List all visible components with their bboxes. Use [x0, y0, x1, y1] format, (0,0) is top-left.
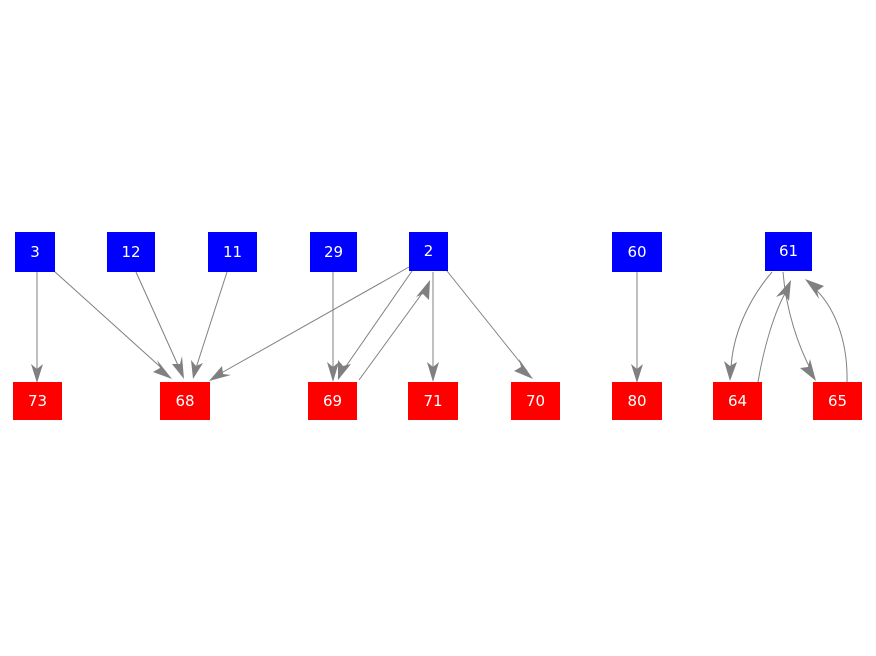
graph-node-label: 29: [323, 242, 344, 261]
edge-65-to-61: [805, 279, 848, 383]
edge-2-to-69: [338, 270, 413, 380]
edge-2-to-68: [209, 266, 410, 381]
graph-node-label: 61: [778, 242, 799, 260]
edge-3-to-68: [53, 270, 172, 379]
graph-node-label: 60: [627, 242, 647, 261]
graph-node-label: 68: [175, 391, 195, 410]
graph-node-69[interactable]: 69: [308, 382, 357, 420]
graph-node-label: 70: [525, 391, 546, 410]
graph-node-label: 65: [827, 391, 848, 410]
graph-node-71[interactable]: 71: [408, 382, 458, 420]
graph-node-label: 71: [423, 391, 443, 410]
graph-node-64[interactable]: 64: [713, 382, 762, 420]
graph-node-65[interactable]: 65: [813, 382, 862, 420]
edge-60-to-80: [631, 272, 643, 383]
graph-node-label: 64: [727, 391, 748, 410]
graph-node-label: 3: [30, 242, 40, 261]
edge-61-to-65: [782, 271, 816, 381]
graph-node-70[interactable]: 70: [511, 382, 560, 420]
graph-node-label: 73: [27, 391, 48, 410]
graph-node-label: 69: [322, 391, 343, 410]
edge-2-to-70: [446, 270, 533, 379]
graph-node-73[interactable]: 73: [13, 382, 62, 420]
edge-11-to-68: [191, 271, 228, 379]
graph-node-61[interactable]: 61: [765, 232, 812, 271]
graph-node-label: 80: [627, 391, 647, 410]
graph-node-label: 2: [423, 242, 434, 260]
edge-2-to-71: [427, 272, 439, 382]
edge-64-to-61: [757, 280, 791, 383]
edge-12-to-68: [135, 271, 184, 379]
graph-node-label: 12: [121, 242, 141, 261]
graph-node-80[interactable]: 80: [612, 382, 662, 420]
graph-node-3[interactable]: 3: [15, 232, 55, 272]
graph-node-11[interactable]: 11: [208, 232, 257, 272]
edge-61-to-64: [724, 271, 773, 381]
edge-3-to-73: [31, 272, 43, 383]
graph-node-68[interactable]: 68: [160, 382, 210, 420]
graph-node-12[interactable]: 12: [107, 232, 155, 272]
edge-29-to-69: [327, 272, 339, 382]
graph-node-29[interactable]: 29: [310, 232, 357, 272]
edge-69-to-2: [358, 280, 430, 381]
graph-node-60[interactable]: 60: [612, 232, 662, 272]
graph-node-2[interactable]: 2: [409, 232, 448, 271]
graph-node-label: 11: [222, 242, 243, 261]
